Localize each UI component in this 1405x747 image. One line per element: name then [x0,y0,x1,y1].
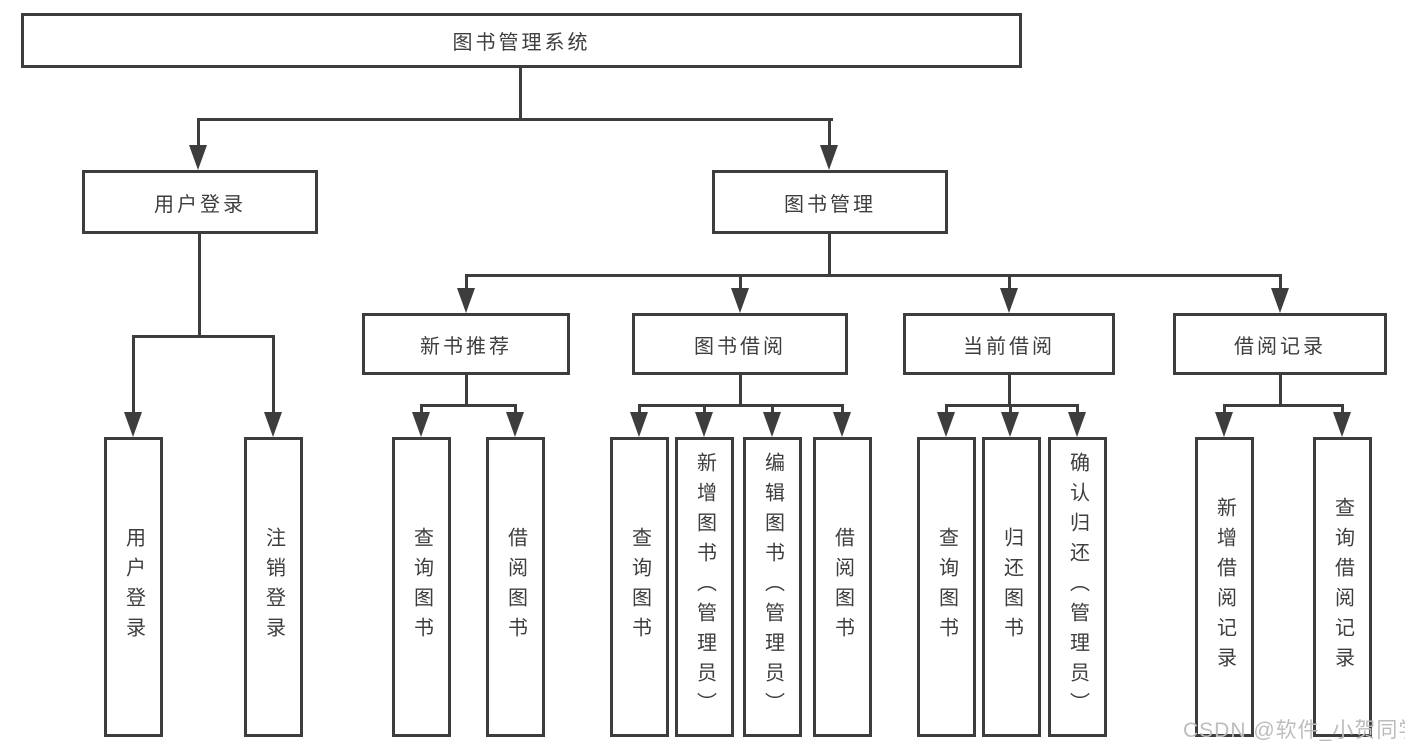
leaf-query-books-borrowing: 查询图书 [610,437,669,737]
connector-branch [945,404,1079,407]
connector-drop [1008,274,1011,292]
node-label: 新书推荐 [420,335,512,358]
node-library-management-system: 图书管理系统 [21,13,1022,68]
leaf-query-borrow-record: 查询借阅记录 [1313,437,1372,737]
node-current-borrowing: 当前借阅 [903,313,1115,375]
leaf-label: 查询图书 [628,527,651,647]
node-borrowing-records: 借阅记录 [1173,313,1387,375]
connector-drop [1223,404,1226,415]
connector-stem [739,375,742,406]
arrowhead-down-icon [124,412,142,437]
arrowhead-down-icon [1068,412,1086,437]
leaf-logout: 注销登录 [244,437,303,737]
node-label: 图书借阅 [694,335,786,358]
arrowhead-down-icon [695,412,713,437]
connector-stem [828,234,831,276]
node-new-book-recommendation: 新书推荐 [362,313,570,375]
connector-drop [1076,404,1079,415]
connector-stem [1008,375,1011,406]
connector-drop [1009,404,1012,415]
leaf-label: 查询图书 [410,527,433,647]
connector-drop [420,404,423,415]
arrowhead-down-icon [457,288,475,313]
node-label: 当前借阅 [963,335,1055,358]
node-book-management: 图书管理 [712,170,948,234]
node-label: 借阅记录 [1234,335,1326,358]
arrowhead-down-icon [189,145,207,170]
connector-drop [272,335,275,414]
arrowhead-down-icon [1215,412,1233,437]
node-label: 图书管理系统 [452,32,591,54]
node-book-borrowing: 图书借阅 [632,313,848,375]
connector-branch [465,274,1281,277]
leaf-return-books: 归还图书 [982,437,1041,737]
connector-drop [828,118,831,148]
connector-stem [1279,375,1282,406]
node-label: 图书管理 [784,193,876,216]
leaf-label: 新增图书（管理员） [693,452,716,722]
arrowhead-down-icon [412,412,430,437]
connector-drop [1341,404,1344,415]
connector-drop [514,404,517,415]
node-label: 用户登录 [154,193,246,216]
leaf-confirm-return-admin: 确认归还（管理员） [1048,437,1107,737]
arrowhead-down-icon [937,412,955,437]
leaf-user-login: 用户登录 [104,437,163,737]
arrowhead-down-icon [820,145,838,170]
connector-drop [132,335,135,414]
node-user-login: 用户登录 [82,170,318,234]
connector-root-stem [519,68,522,120]
connector-drop [465,274,468,292]
leaf-query-books-current: 查询图书 [917,437,976,737]
arrowhead-down-icon [1000,288,1018,313]
arrowhead-down-icon [264,412,282,437]
leaf-label: 注销登录 [262,527,285,647]
arrowhead-down-icon [1333,412,1351,437]
leaf-label: 用户登录 [122,527,145,647]
arrowhead-down-icon [506,412,524,437]
leaf-label: 查询图书 [935,527,958,647]
arrowhead-down-icon [763,412,781,437]
watermark: CSDN @软件_小贺同学 [1183,719,1405,742]
leaf-label: 确认归还（管理员） [1066,452,1089,722]
arrowhead-down-icon [1001,412,1019,437]
connector-stem [465,375,468,406]
connector-drop [841,404,844,415]
connector-drop [638,404,641,415]
connector-drop [197,118,200,148]
connector-branch [1223,404,1343,407]
connector-drop [703,404,706,415]
leaf-label: 查询借阅记录 [1331,497,1354,677]
arrowhead-down-icon [630,412,648,437]
arrowhead-down-icon [833,412,851,437]
connector-drop [945,404,948,415]
leaf-label: 借阅图书 [504,527,527,647]
leaf-edit-books-admin: 编辑图书（管理员） [743,437,802,737]
connector-branch [420,404,516,407]
leaf-borrow-books: 借阅图书 [813,437,872,737]
connector-drop [1279,274,1282,292]
connector-branch [132,335,275,338]
arrowhead-down-icon [1271,288,1289,313]
leaf-label: 归还图书 [1000,527,1023,647]
leaf-add-borrow-record: 新增借阅记录 [1195,437,1254,737]
connector-drop [771,404,774,415]
leaf-label: 编辑图书（管理员） [761,452,784,722]
leaf-label: 新增借阅记录 [1213,497,1236,677]
arrowhead-down-icon [731,288,749,313]
connector-branch [638,404,843,407]
leaf-borrow-books-recommend: 借阅图书 [486,437,545,737]
connector-drop [739,274,742,292]
connector-stem [198,234,201,338]
leaf-query-books-recommend: 查询图书 [392,437,451,737]
connector-root-branch [197,118,833,121]
leaf-label: 借阅图书 [831,527,854,647]
leaf-add-books-admin: 新增图书（管理员） [675,437,734,737]
